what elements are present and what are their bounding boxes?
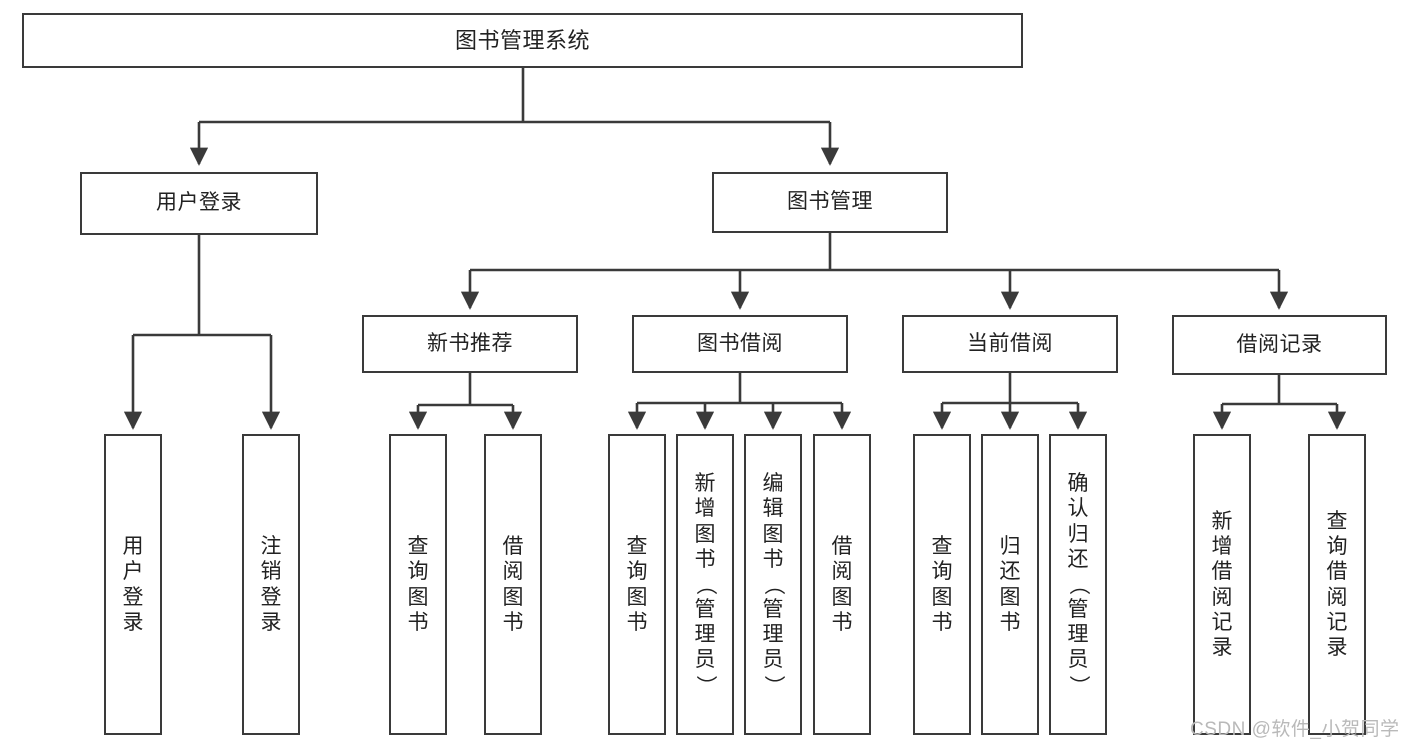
- node-leaf-borrow-book-1-label: 借阅图书: [502, 535, 524, 634]
- node-book-borrow[interactable]: 图书借阅: [632, 315, 848, 373]
- node-leaf-query-record[interactable]: 查询借阅记录: [1308, 434, 1366, 735]
- node-leaf-borrow-book-2[interactable]: 借阅图书: [813, 434, 871, 735]
- node-book-manage[interactable]: 图书管理: [712, 172, 948, 233]
- node-leaf-query-book-1-label: 查询图书: [407, 535, 429, 634]
- node-leaf-edit-book-label: 编辑图书（管理员）: [761, 472, 785, 696]
- node-leaf-add-book[interactable]: 新增图书（管理员）: [676, 434, 734, 735]
- node-leaf-query-book-1[interactable]: 查询图书: [389, 434, 447, 735]
- node-leaf-query-book-2-label: 查询图书: [626, 535, 648, 634]
- node-root-label: 图书管理系统: [454, 27, 590, 53]
- node-leaf-confirm-return[interactable]: 确认归还（管理员）: [1049, 434, 1107, 735]
- node-current-borrow-label: 当前借阅: [967, 331, 1053, 355]
- watermark: CSDN @软件_小贺同学: [1190, 719, 1400, 740]
- node-leaf-confirm-return-label: 确认归还（管理员）: [1066, 472, 1090, 696]
- node-leaf-logout[interactable]: 注销登录: [242, 434, 300, 735]
- node-leaf-add-record-label: 新增借阅记录: [1211, 509, 1233, 659]
- node-leaf-edit-book[interactable]: 编辑图书（管理员）: [744, 434, 802, 735]
- node-user-login-label: 用户登录: [156, 191, 242, 215]
- node-user-login[interactable]: 用户登录: [80, 172, 318, 235]
- node-book-manage-label: 图书管理: [787, 190, 873, 214]
- node-current-borrow[interactable]: 当前借阅: [902, 315, 1118, 373]
- node-new-book-rec-label: 新书推荐: [427, 331, 513, 355]
- node-leaf-user-login-label: 用户登录: [122, 535, 144, 634]
- node-root[interactable]: 图书管理系统: [22, 13, 1023, 68]
- node-book-borrow-label: 图书借阅: [697, 331, 783, 355]
- node-leaf-add-record[interactable]: 新增借阅记录: [1193, 434, 1251, 735]
- node-borrow-record[interactable]: 借阅记录: [1172, 315, 1387, 375]
- node-leaf-query-book-2[interactable]: 查询图书: [608, 434, 666, 735]
- node-leaf-return-book-label: 归还图书: [999, 535, 1021, 634]
- node-new-book-rec[interactable]: 新书推荐: [362, 315, 578, 373]
- node-leaf-query-book-3[interactable]: 查询图书: [913, 434, 971, 735]
- node-leaf-query-record-label: 查询借阅记录: [1326, 509, 1348, 659]
- node-leaf-logout-label: 注销登录: [260, 535, 282, 634]
- node-leaf-return-book[interactable]: 归还图书: [981, 434, 1039, 735]
- node-leaf-user-login[interactable]: 用户登录: [104, 434, 162, 735]
- node-leaf-borrow-book-1[interactable]: 借阅图书: [484, 434, 542, 735]
- node-borrow-record-label: 借阅记录: [1236, 332, 1323, 356]
- node-leaf-borrow-book-2-label: 借阅图书: [831, 535, 853, 634]
- node-leaf-query-book-3-label: 查询图书: [931, 535, 953, 634]
- node-leaf-add-book-label: 新增图书（管理员）: [693, 472, 717, 696]
